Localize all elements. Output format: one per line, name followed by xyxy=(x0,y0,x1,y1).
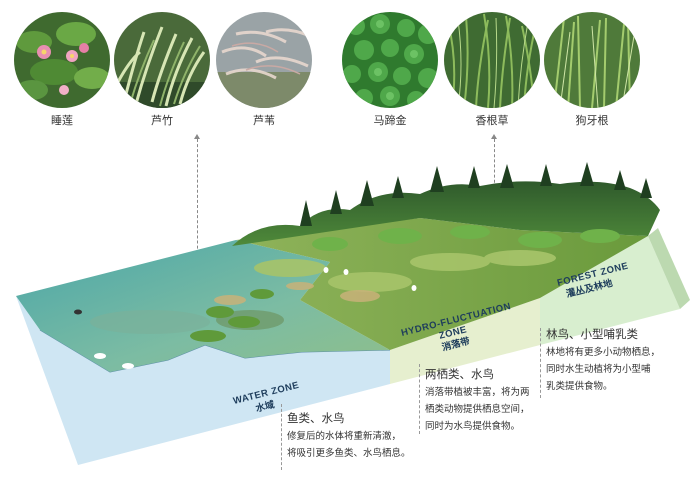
forest-desc-line-1: 林地将有更多小动物栖息， xyxy=(546,347,661,358)
forest-desc-line-3: 乳类提供食物。 xyxy=(546,381,613,392)
plant-label-water-lily: 睡莲 xyxy=(51,114,73,127)
hydro-zone-description: 两栖类、水鸟 消落带植被丰富，将为两 栖类动物提供栖息空间， 同时为水鸟提供食物… xyxy=(425,366,530,435)
plant-photo-dichondra xyxy=(342,12,438,108)
hydro-zone-side xyxy=(390,298,540,384)
plant-photo-common-reed xyxy=(216,12,312,108)
leader-arrow-forest xyxy=(491,134,497,139)
forest-desc-guide xyxy=(540,328,541,398)
plant-label-dichondra: 马蹄金 xyxy=(373,114,407,127)
forest-desc-title: 林鸟、小型哺乳类 xyxy=(546,327,638,341)
plant-photo-giant-reed xyxy=(114,12,210,108)
plant-photo-water-lily xyxy=(14,12,110,108)
swan-birds xyxy=(74,267,417,369)
water-zone-side xyxy=(16,296,390,465)
hydro-desc-guide xyxy=(419,364,420,434)
forest-zone-side xyxy=(540,236,680,345)
leader-line-water xyxy=(197,139,198,274)
water-desc-guide xyxy=(281,404,282,470)
hydro-desc-title: 两栖类、水鸟 xyxy=(425,367,494,381)
water-zone-description: 鱼类、水鸟 修复后的水体将重新清澈， 将吸引更多鱼类、水鸟栖息。 xyxy=(287,410,411,462)
plant-label-bermuda-grass: 狗牙根 xyxy=(575,114,609,127)
leader-arrow-water xyxy=(194,134,200,139)
block-end-face xyxy=(648,228,690,309)
plant-photo-vetiver xyxy=(444,12,540,108)
water-desc-title: 鱼类、水鸟 xyxy=(287,411,345,425)
water-zone-label-cn: 水域 xyxy=(254,398,276,414)
plant-label-giant-reed: 芦竹 xyxy=(151,114,173,127)
water-desc-line-1: 修复后的水体将重新清澈， xyxy=(287,431,402,442)
forest-desc-line-2: 同时水生动植将为小型哺 xyxy=(546,364,651,375)
marsh-surface xyxy=(236,218,648,350)
forest-canopy xyxy=(232,181,660,246)
hydro-desc-line-1: 消落带植被丰富，将为两 xyxy=(425,387,530,398)
water-desc-line-2: 将吸引更多鱼类、水鸟栖息。 xyxy=(287,448,411,459)
plant-photo-bermuda-grass xyxy=(544,12,640,108)
plant-label-common-reed: 芦苇 xyxy=(253,114,275,127)
hydro-desc-line-2: 栖类动物提供栖息空间， xyxy=(425,404,530,415)
forest-zone-description: 林鸟、小型哺乳类 林地将有更多小动物栖息， 同时水生动植将为小型哺 乳类提供食物… xyxy=(546,326,660,395)
hydro-desc-line-3: 同时为水鸟提供食物。 xyxy=(425,421,521,432)
plant-label-vetiver: 香根草 xyxy=(475,114,509,127)
